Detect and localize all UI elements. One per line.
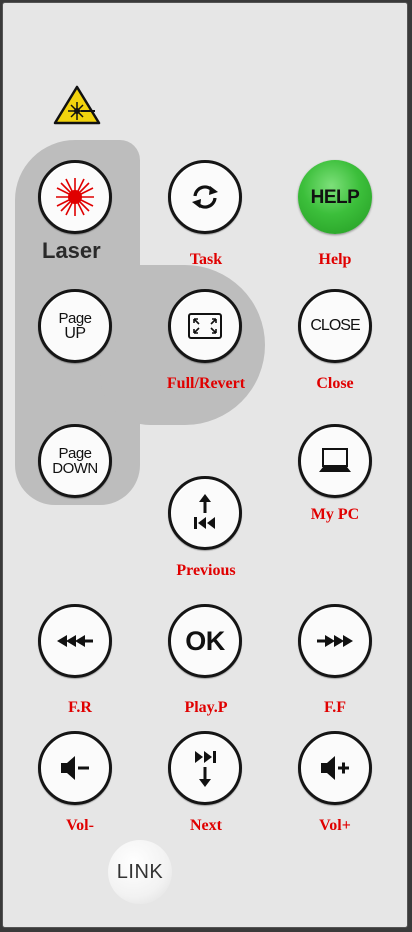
previous-track-icon	[194, 494, 215, 529]
my-pc-label: My PC	[310, 506, 360, 523]
play-p-label: Play.P	[184, 699, 228, 716]
link-button-text: LINK	[116, 860, 164, 883]
volume-up-button[interactable]	[298, 731, 372, 805]
page-up-line2: UP	[64, 324, 86, 342]
my-pc-button[interactable]	[298, 424, 372, 498]
page-down-line2: DOWN	[52, 460, 98, 477]
fast-forward-icon	[317, 635, 353, 647]
help-button[interactable]: HELP	[298, 160, 372, 234]
laser-caption: Laser	[42, 238, 101, 263]
volume-down-button[interactable]	[38, 731, 112, 805]
laser-warning-icon	[53, 85, 101, 125]
page-up-button[interactable]: Page UP	[38, 289, 112, 363]
full-revert-label: Full/Revert	[166, 375, 246, 392]
fullscreen-icon	[188, 313, 222, 339]
task-switch-icon	[192, 185, 218, 209]
close-label: Close	[316, 375, 354, 392]
previous-button[interactable]	[168, 476, 242, 550]
page-down-button[interactable]: Page DOWN	[38, 424, 112, 498]
laser-button[interactable]	[38, 160, 112, 234]
close-button-text: CLOSE	[310, 317, 360, 334]
volume-up-label: Vol+	[319, 817, 351, 834]
fast-forward-button[interactable]	[298, 604, 372, 678]
next-button[interactable]	[168, 731, 242, 805]
ok-button[interactable]: OK	[168, 604, 242, 678]
task-button[interactable]	[168, 160, 242, 234]
full-revert-button[interactable]	[168, 289, 242, 363]
link-button[interactable]: LINK	[108, 840, 172, 904]
help-label: Help	[318, 251, 352, 268]
next-label: Next	[190, 817, 222, 834]
task-label: Task	[189, 251, 223, 268]
page-up-line1: Page	[58, 309, 92, 327]
laptop-icon	[319, 448, 351, 472]
volume-down-icon	[61, 756, 89, 780]
volume-up-icon	[321, 756, 349, 780]
fast-rewind-button[interactable]	[38, 604, 112, 678]
ok-button-text: OK	[185, 625, 225, 656]
close-button[interactable]: CLOSE	[298, 289, 372, 363]
previous-label: Previous	[176, 562, 236, 579]
help-button-text: HELP	[310, 186, 360, 208]
fast-forward-label: F.F	[323, 699, 347, 716]
volume-down-label: Vol-	[66, 817, 94, 834]
laser-burst-icon	[56, 178, 94, 216]
next-track-icon	[195, 751, 216, 787]
fast-rewind-icon	[57, 635, 93, 647]
page-down-line1: Page	[58, 445, 92, 462]
fast-rewind-label: F.R	[68, 699, 92, 716]
